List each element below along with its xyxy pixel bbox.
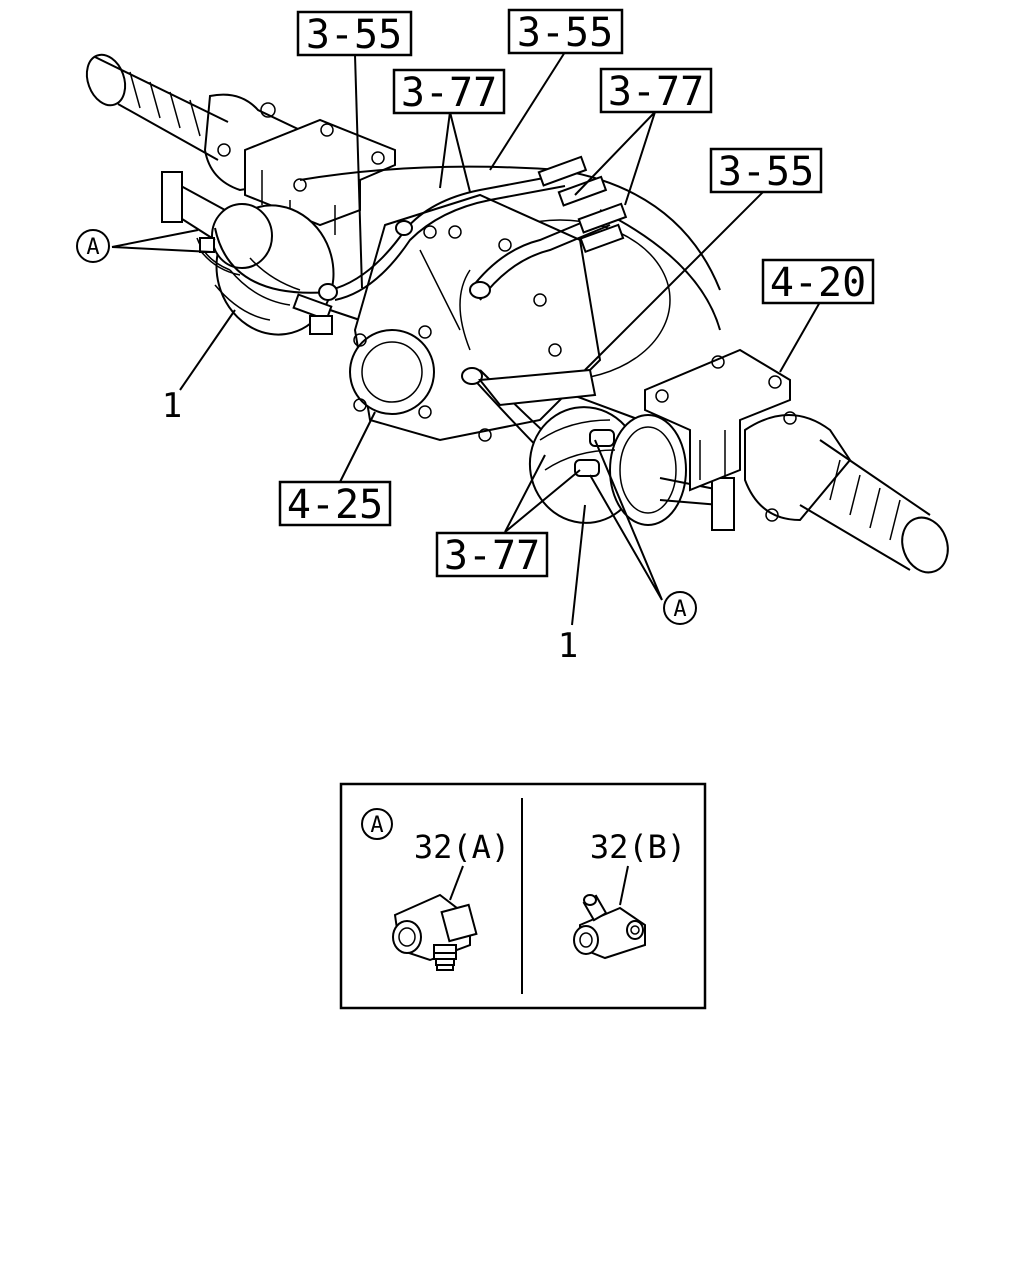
detail-box-a: A 32(A) 32(B) (339, 782, 707, 1010)
elbow-fitting-32a[interactable] (392, 893, 478, 971)
ref-3-55-top-left-text: 3-55 (306, 12, 402, 58)
ref-3-77-upper-right[interactable]: 3-77 (599, 67, 713, 115)
ref-3-77-upper-left-text: 3-77 (401, 70, 497, 116)
ref-4-20-text: 4-20 (770, 260, 866, 306)
leader-lines (111, 51, 821, 626)
right-brake-chamber (528, 406, 735, 531)
ref-3-77-upper-left[interactable]: 3-77 (392, 68, 506, 116)
callout-a-left-letter: A (86, 235, 99, 260)
ref-4-20[interactable]: 4-20 (761, 258, 875, 306)
left-brake-chamber (161, 171, 335, 336)
ref-4-25[interactable]: 4-25 (278, 480, 392, 528)
ref-3-77-bottom[interactable]: 3-77 (435, 531, 549, 579)
callout-a-bottom-letter: A (673, 597, 686, 622)
right-spring-seat (644, 348, 791, 492)
item-1-bottom-label: 1 (558, 626, 578, 666)
callout-a-bottom[interactable]: A (663, 591, 697, 625)
tee-fitting-32b[interactable] (573, 894, 646, 960)
ref-3-77-bottom-text: 3-77 (444, 533, 540, 579)
ref-3-55-top-left[interactable]: 3-55 (296, 10, 413, 58)
ref-3-77-upper-right-text: 3-77 (608, 69, 704, 115)
ref-4-25-text: 4-25 (287, 482, 383, 528)
ref-3-55-right[interactable]: 3-55 (709, 147, 823, 195)
callout-a-left[interactable]: A (76, 229, 110, 263)
ref-3-55-top-right[interactable]: 3-55 (507, 8, 624, 56)
detail-callout-a: A (361, 808, 393, 840)
item-1-left-label: 1 (162, 386, 182, 426)
differential-carrier (349, 193, 602, 442)
brake-air-lines (214, 155, 628, 471)
left-axle-tube (85, 53, 301, 192)
ref-3-55-right-text: 3-55 (718, 149, 814, 195)
brake-line-bracket (478, 368, 597, 407)
detail-callout-a-letter: A (370, 813, 383, 838)
detail-left-part-label: 32(A) (414, 828, 510, 866)
axle-assembly-drawing: 3-55 3-55 3-77 3-77 3-55 4-20 4-25 3-77 (76, 8, 949, 666)
ref-3-55-top-right-text: 3-55 (517, 10, 613, 56)
detail-right-part-label: 32(B) (590, 828, 686, 866)
right-axle-tube (744, 411, 949, 574)
